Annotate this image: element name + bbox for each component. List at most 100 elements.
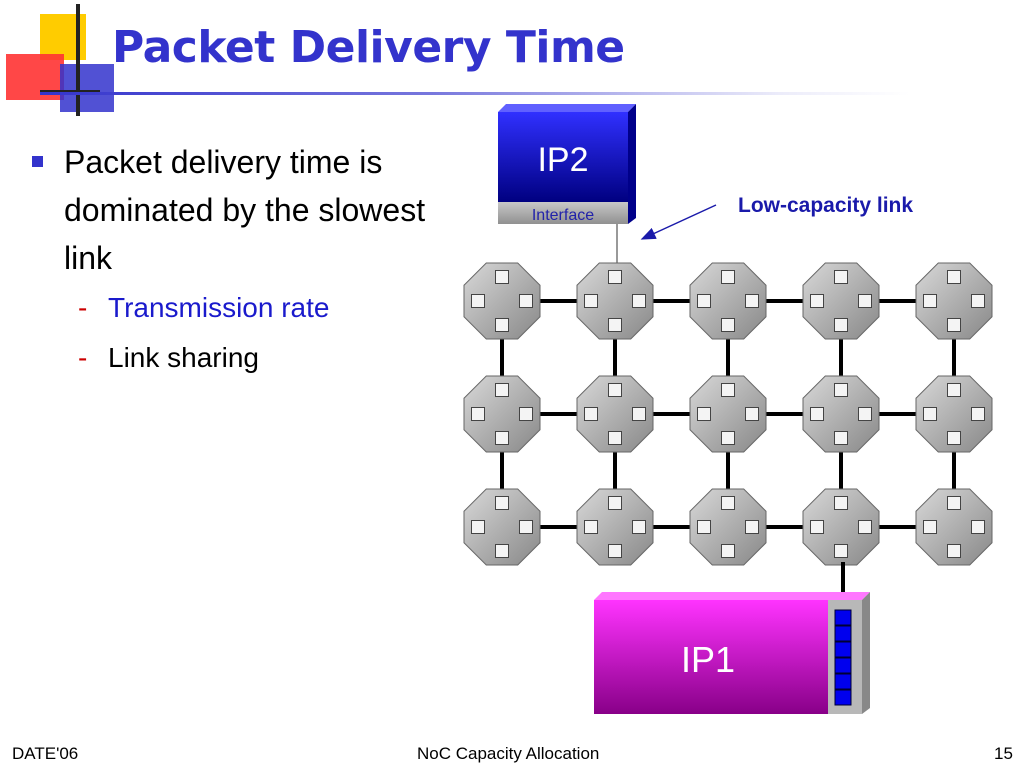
router-body	[802, 375, 880, 453]
sub-bullet-link-sharing: - Link sharing	[30, 334, 430, 382]
buffer-slot	[834, 625, 852, 642]
router-port	[608, 383, 622, 397]
sub-bullet-text: Transmission rate	[108, 292, 330, 323]
dash-icon: -	[78, 292, 88, 323]
buffer-slot	[834, 609, 852, 626]
router-port	[519, 520, 533, 534]
router-port	[745, 294, 759, 308]
ip1-buffer-queue	[834, 609, 852, 706]
router-port	[810, 520, 824, 534]
interface-label: Interface	[532, 207, 594, 224]
title-underline	[40, 92, 910, 95]
router-port	[608, 270, 622, 284]
router-port	[632, 520, 646, 534]
callout-label: Low-capacity link	[738, 194, 913, 217]
router-port	[947, 431, 961, 445]
router-body	[915, 375, 993, 453]
router-port	[495, 544, 509, 558]
ip2-side-face	[628, 104, 636, 224]
router-port	[947, 496, 961, 510]
router-port	[947, 270, 961, 284]
router-port	[923, 294, 937, 308]
router-body	[463, 488, 541, 566]
bullet-item: Packet delivery time is dominated by the…	[30, 138, 430, 282]
router-body	[576, 262, 654, 340]
logo-horizontal-line	[40, 90, 100, 93]
sub-bullet-transmission-rate: - Transmission rate	[30, 284, 430, 332]
router-port	[697, 520, 711, 534]
router-port	[608, 318, 622, 332]
router-port	[745, 407, 759, 421]
router-port	[858, 520, 872, 534]
router-port	[632, 294, 646, 308]
buffer-slot	[834, 673, 852, 690]
router-port	[858, 294, 872, 308]
router-port	[519, 407, 533, 421]
router-body	[689, 375, 767, 453]
router-port	[971, 407, 985, 421]
ip2-label: IP2	[537, 141, 588, 179]
router-body	[463, 262, 541, 340]
ip1-top-face	[594, 592, 870, 600]
router-port	[745, 520, 759, 534]
router-port	[495, 270, 509, 284]
router-port	[519, 294, 533, 308]
router-body	[689, 262, 767, 340]
router-body	[463, 375, 541, 453]
router-body	[915, 488, 993, 566]
router	[802, 488, 880, 566]
router-port	[947, 544, 961, 558]
router-body	[576, 488, 654, 566]
router-port	[495, 383, 509, 397]
router-port	[834, 544, 848, 558]
slide-title: Packet Delivery Time	[112, 22, 625, 73]
router	[915, 488, 993, 566]
callout-arrow	[640, 204, 717, 240]
bullet-text: Packet delivery time is dominated by the…	[64, 144, 426, 276]
router-port	[923, 407, 937, 421]
router	[463, 488, 541, 566]
router-port	[971, 520, 985, 534]
router	[576, 375, 654, 453]
ip2-top-face	[498, 104, 636, 112]
router-port	[923, 520, 937, 534]
logo-blue-square	[60, 64, 114, 112]
router-port	[834, 496, 848, 510]
router-port	[697, 407, 711, 421]
router-port	[495, 431, 509, 445]
dash-icon: -	[78, 342, 88, 373]
router-port	[608, 431, 622, 445]
router-port	[721, 431, 735, 445]
router-port	[584, 407, 598, 421]
router-port	[834, 270, 848, 284]
router-port	[584, 294, 598, 308]
router-port	[495, 496, 509, 510]
router	[689, 488, 767, 566]
router-port	[810, 407, 824, 421]
router-port	[834, 383, 848, 397]
router	[915, 262, 993, 340]
bullet-list: Packet delivery time is dominated by the…	[30, 138, 430, 382]
router-port	[471, 294, 485, 308]
router-port	[608, 496, 622, 510]
buffer-slot	[834, 689, 852, 706]
buffer-slot	[834, 657, 852, 674]
slide-logo-decoration	[6, 4, 114, 116]
router-port	[947, 383, 961, 397]
router-port	[608, 544, 622, 558]
router-body	[689, 488, 767, 566]
router-port	[471, 407, 485, 421]
router	[802, 375, 880, 453]
ip2-front-face	[498, 112, 628, 202]
router-grid	[463, 262, 993, 566]
router	[689, 375, 767, 453]
router-port	[858, 407, 872, 421]
router	[689, 262, 767, 340]
router	[915, 375, 993, 453]
router-port	[495, 318, 509, 332]
router-body	[802, 262, 880, 340]
ip1-label: IP1	[681, 639, 735, 680]
footer-page-number: 15	[994, 744, 1013, 763]
router-port	[632, 407, 646, 421]
